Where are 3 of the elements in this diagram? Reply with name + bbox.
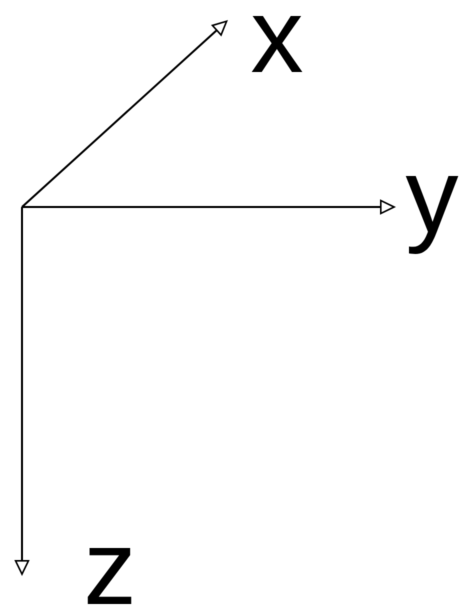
axis-label: z — [88, 548, 132, 604]
axis-label: x — [252, 16, 302, 72]
axis-label: y — [406, 176, 458, 254]
